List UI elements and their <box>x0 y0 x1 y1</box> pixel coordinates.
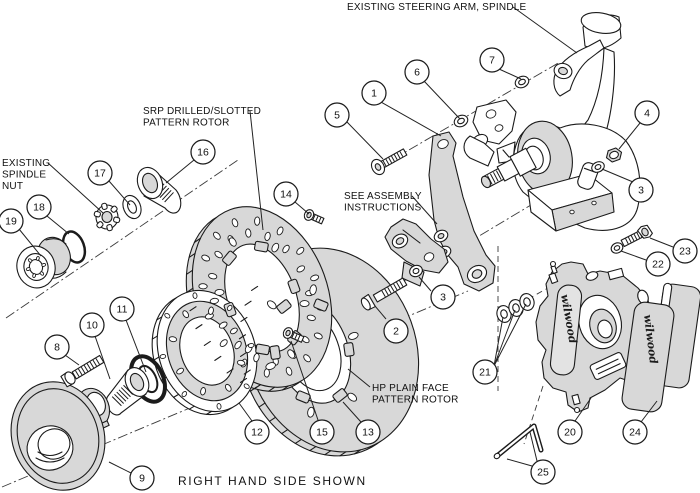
callout-21: 21 <box>472 359 498 385</box>
svg-text:3: 3 <box>440 292 446 304</box>
svg-text:4: 4 <box>644 108 650 120</box>
callout-2: 2 <box>383 318 409 344</box>
washer-3-spindle <box>591 161 605 173</box>
shim-washers <box>496 293 535 323</box>
svg-text:23: 23 <box>679 246 691 258</box>
brake-pads: wilwood <box>621 282 700 413</box>
bracket-bolt-upper <box>370 148 408 176</box>
callout-16: 16 <box>190 139 216 165</box>
svg-text:11: 11 <box>117 304 128 316</box>
svg-text:3: 3 <box>638 185 644 197</box>
text-labels: EXISTING STEERING ARM, SPINDLE SRP DRILLE… <box>2 2 526 406</box>
bleed-screw-icon <box>548 260 581 414</box>
callout-8: 8 <box>44 334 70 360</box>
washer-6 <box>453 114 469 128</box>
callout-14: 14 <box>273 181 299 207</box>
footer-note: RIGHT HAND SIDE SHOWN <box>178 474 367 488</box>
callout-12: 12 <box>244 419 270 445</box>
callout-1: 1 <box>361 80 387 106</box>
svg-text:15: 15 <box>316 427 328 439</box>
callout-3: 3 <box>430 284 456 310</box>
rotor-bolt-lower <box>282 327 305 343</box>
callout-9: 9 <box>129 465 155 491</box>
callout-18: 18 <box>26 194 52 220</box>
spindle-nut-4 <box>605 147 623 163</box>
callout-20: 20 <box>557 419 583 445</box>
callout-6: 6 <box>404 59 430 85</box>
svg-text:13: 13 <box>362 427 374 439</box>
svg-text:5: 5 <box>334 110 340 122</box>
svg-text:16: 16 <box>197 147 209 159</box>
svg-text:6: 6 <box>414 67 420 79</box>
callout-19: 19 <box>0 208 24 234</box>
svg-text:8: 8 <box>54 342 60 354</box>
svg-text:21: 21 <box>479 367 491 379</box>
callout-4: 4 <box>634 100 660 126</box>
spindle-shaft <box>480 147 537 189</box>
svg-text:24: 24 <box>629 427 641 439</box>
castle-nut <box>93 202 121 232</box>
svg-text:12: 12 <box>251 427 263 439</box>
caliper-mount-bracket <box>428 131 496 292</box>
callout-17: 17 <box>87 160 113 186</box>
pad-logo-text: wilwood <box>641 314 660 365</box>
leader-lines <box>18 6 674 474</box>
callout-13: 13 <box>355 419 381 445</box>
svg-text:18: 18 <box>33 202 45 214</box>
svg-text:7: 7 <box>489 55 495 67</box>
svg-text:19: 19 <box>5 216 17 228</box>
svg-text:14: 14 <box>280 189 292 201</box>
svg-text:25: 25 <box>537 467 549 479</box>
callout-23: 23 <box>672 238 698 264</box>
wheel-hub <box>10 381 111 491</box>
callout-10: 10 <box>79 312 105 338</box>
callout-3: 3 <box>628 177 654 203</box>
callout-22: 22 <box>645 251 671 277</box>
callout-5: 5 <box>324 102 350 128</box>
steering-arm-spindle <box>463 12 641 232</box>
washer-3-bracket <box>409 264 423 278</box>
hub-bolt <box>60 354 105 388</box>
svg-text:2: 2 <box>393 326 399 338</box>
callout-7: 7 <box>479 47 505 73</box>
svg-text:10: 10 <box>86 320 98 332</box>
dust-cap <box>16 236 71 289</box>
svg-text:22: 22 <box>652 259 664 271</box>
outer-bearing <box>136 166 182 214</box>
spindle-washer <box>122 194 142 220</box>
spindle-upper-plate <box>463 99 517 167</box>
svg-text:1: 1 <box>371 88 377 100</box>
callout-24: 24 <box>622 419 648 445</box>
callout-15: 15 <box>309 419 335 445</box>
rotor-bolt-upper <box>303 209 325 225</box>
callout-11: 11 <box>109 296 135 322</box>
hex-key <box>493 423 544 460</box>
svg-text:9: 9 <box>139 473 145 485</box>
washer-7 <box>514 75 530 89</box>
bracket-bolt-lower <box>360 277 408 311</box>
inner-bearing <box>105 367 150 416</box>
callout-25: 25 <box>530 459 556 485</box>
caliper-bolt <box>620 224 653 248</box>
brake-caliper: wilwood <box>535 260 653 414</box>
caliper-bolt-washer <box>610 242 624 254</box>
assembly-bracket <box>384 218 449 287</box>
svg-text:20: 20 <box>564 427 576 439</box>
svg-text:17: 17 <box>94 168 106 180</box>
steering-arm-spindle-label: EXISTING STEERING ARM, SPINDLE <box>347 2 526 13</box>
